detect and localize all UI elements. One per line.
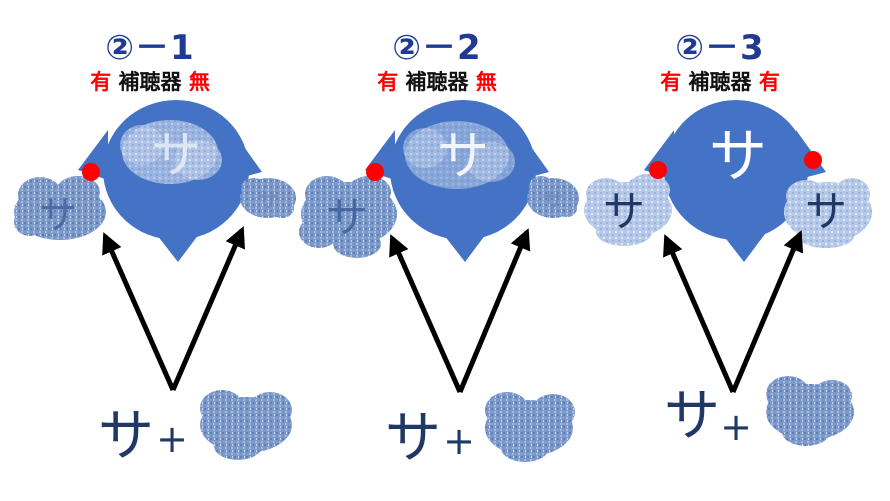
left-ear-sa: サ (326, 193, 368, 242)
left-ear-noise-cloud (14, 176, 106, 240)
left-ear-sa: サ (39, 193, 77, 237)
right-aid-status: 有 (758, 70, 780, 94)
panel-3: ②－3 有 補聴器 有 サ サ (570, 0, 872, 501)
source-noise-cloud (766, 376, 854, 446)
plus-sign: + (443, 419, 475, 463)
arrow-left (663, 234, 736, 393)
device-label: 補聴器 (688, 70, 752, 94)
right-ear-noise-cloud (240, 178, 296, 218)
perceived-sa: サ (151, 126, 201, 184)
source-sa: サ (385, 406, 441, 471)
device-label: 補聴器 (118, 70, 182, 94)
aid-status: 有 補聴器 無 (0, 66, 300, 96)
left-aid-status: 有 (377, 70, 399, 94)
left-aid-status: 有 (90, 70, 112, 94)
plus-sign: + (720, 405, 752, 449)
left-ear-noise-cloud (299, 176, 397, 258)
plus-sign: + (156, 417, 188, 461)
arrow-right (730, 230, 804, 393)
source-sa: サ (98, 404, 154, 469)
panel-2-drawing: サ サ サ サ + (299, 100, 579, 471)
source-noise-cloud (200, 390, 292, 460)
right-ear-sa: サ (257, 189, 279, 214)
left-ear-sa: サ (603, 187, 645, 236)
right-aid-status: 無 (188, 70, 210, 94)
right-ear-sa: サ (542, 189, 564, 214)
right-ear-noise-cloud (784, 178, 872, 248)
aid-status: 有 補聴器 有 (570, 66, 870, 96)
perceived-noise-cloud (403, 121, 515, 189)
perceived-sa: サ (709, 122, 767, 190)
arrow-left (102, 232, 176, 392)
source-noise-cloud (485, 392, 575, 462)
arrow-left (389, 234, 463, 394)
arrow-right (170, 226, 245, 391)
panel-3-drawing: サ サ サ サ + (584, 100, 872, 449)
panel-1: ②－1 有 補聴器 無 サ (0, 0, 296, 501)
right-aid-status: 無 (475, 70, 497, 94)
device-label: 補聴器 (405, 70, 469, 94)
left-ear-noise-cloud (584, 174, 672, 246)
hearing-aid-dot-left (649, 161, 667, 179)
panel-title: ②－1 (105, 28, 195, 68)
source-sa: サ (664, 384, 720, 449)
panel-title: ②－3 (675, 28, 765, 68)
right-ear-noise-cloud (527, 176, 579, 218)
panel-2: ②－2 有 補聴器 無 サ (287, 0, 583, 501)
right-ear-sa: サ (805, 187, 847, 236)
hearing-aid-dot (82, 163, 100, 181)
perceived-noise-cloud (120, 120, 222, 184)
perceived-sa: サ (437, 127, 489, 187)
hearing-aid-dot (366, 163, 384, 181)
arrow-right (457, 228, 531, 393)
hearing-aid-dot-right (804, 151, 822, 169)
left-aid-status: 有 (660, 70, 682, 94)
aid-status: 有 補聴器 無 (287, 66, 587, 96)
panel-1-drawing: サ サ サ サ + (14, 100, 296, 469)
panel-title: ②－2 (392, 28, 482, 68)
